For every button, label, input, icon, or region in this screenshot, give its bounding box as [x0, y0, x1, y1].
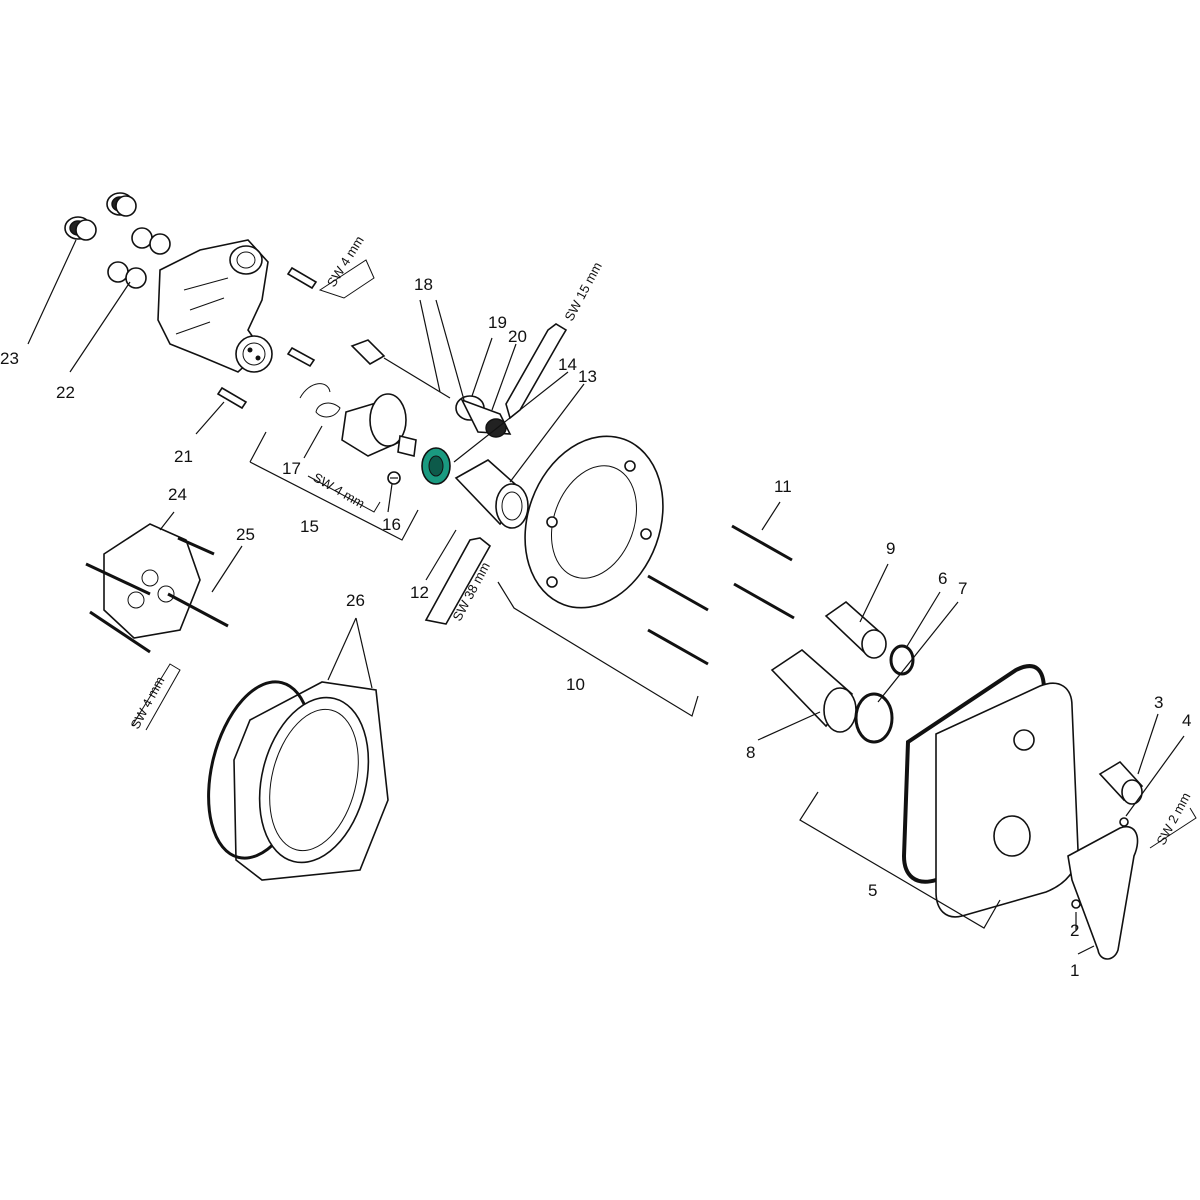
part-8-sleeve	[770, 648, 857, 733]
callout-8: 8	[746, 743, 755, 762]
callout-9: 9	[886, 539, 895, 558]
tool-label-sw4-mid: SW 4 mm	[311, 470, 368, 512]
part-26-extension-frame	[207, 680, 389, 881]
tool-label-sw4-top: SW 4 mm	[324, 233, 367, 289]
callout-1: 1	[1070, 961, 1079, 980]
hex-key-icon	[131, 259, 1197, 849]
part-2-4-grub-screws	[1071, 817, 1129, 909]
part-22-o-rings	[107, 227, 171, 289]
part-23-threaded-inserts	[64, 192, 137, 241]
callout-25: 25	[236, 525, 255, 544]
part-17-clip	[299, 383, 341, 418]
callout-14: 14	[558, 355, 577, 374]
callout-20: 20	[508, 327, 527, 346]
callout-6: 6	[938, 569, 947, 588]
callout-labels: 23 22 21 24 25 26 18 19 20 14 13 17 15 1…	[0, 275, 1191, 980]
callout-26: 26	[346, 591, 365, 610]
callout-23: 23	[0, 349, 19, 368]
callout-13: 13	[578, 367, 597, 386]
callout-16: 16	[382, 515, 401, 534]
callout-15: 15	[300, 517, 319, 536]
part-16-screw	[387, 471, 401, 485]
part-6-7-o-rings	[854, 644, 915, 744]
callout-3: 3	[1154, 693, 1163, 712]
callout-7: 7	[958, 579, 967, 598]
part-3-cap	[1098, 760, 1144, 805]
callout-19: 19	[488, 313, 507, 332]
part-5-cover-plate	[901, 664, 1079, 918]
callout-11: 11	[774, 477, 792, 496]
part-9-sleeve	[824, 600, 887, 659]
leader-lines	[27, 239, 1185, 955]
tool-label-sw15: SW 15 mm	[561, 260, 604, 324]
part-13-sleeve	[454, 459, 529, 529]
part-1-lever-handle	[1067, 825, 1139, 960]
part-18-pin	[350, 339, 451, 399]
callout-12: 12	[410, 583, 429, 602]
part-14-highlighted-nut	[421, 447, 451, 485]
callout-18: 18	[414, 275, 433, 294]
part-19-20-diverter-cartridge	[455, 395, 512, 438]
callout-17: 17	[282, 459, 301, 478]
part-24-25-plaster-guard	[85, 523, 229, 654]
callout-4: 4	[1182, 711, 1191, 730]
callout-10: 10	[566, 675, 585, 694]
tool-label-sw2: SW 2 mm	[1153, 790, 1193, 847]
valve-body	[157, 239, 273, 373]
part-15-cartridge	[341, 393, 417, 457]
callout-24: 24	[168, 485, 187, 504]
callout-2: 2	[1070, 921, 1079, 940]
callout-22: 22	[56, 383, 75, 402]
screws-valve-body	[216, 266, 318, 410]
callout-21: 21	[174, 447, 193, 466]
part-10-backplate-ring	[524, 435, 664, 609]
part-11-screws	[647, 524, 795, 666]
callout-5: 5	[868, 881, 877, 900]
